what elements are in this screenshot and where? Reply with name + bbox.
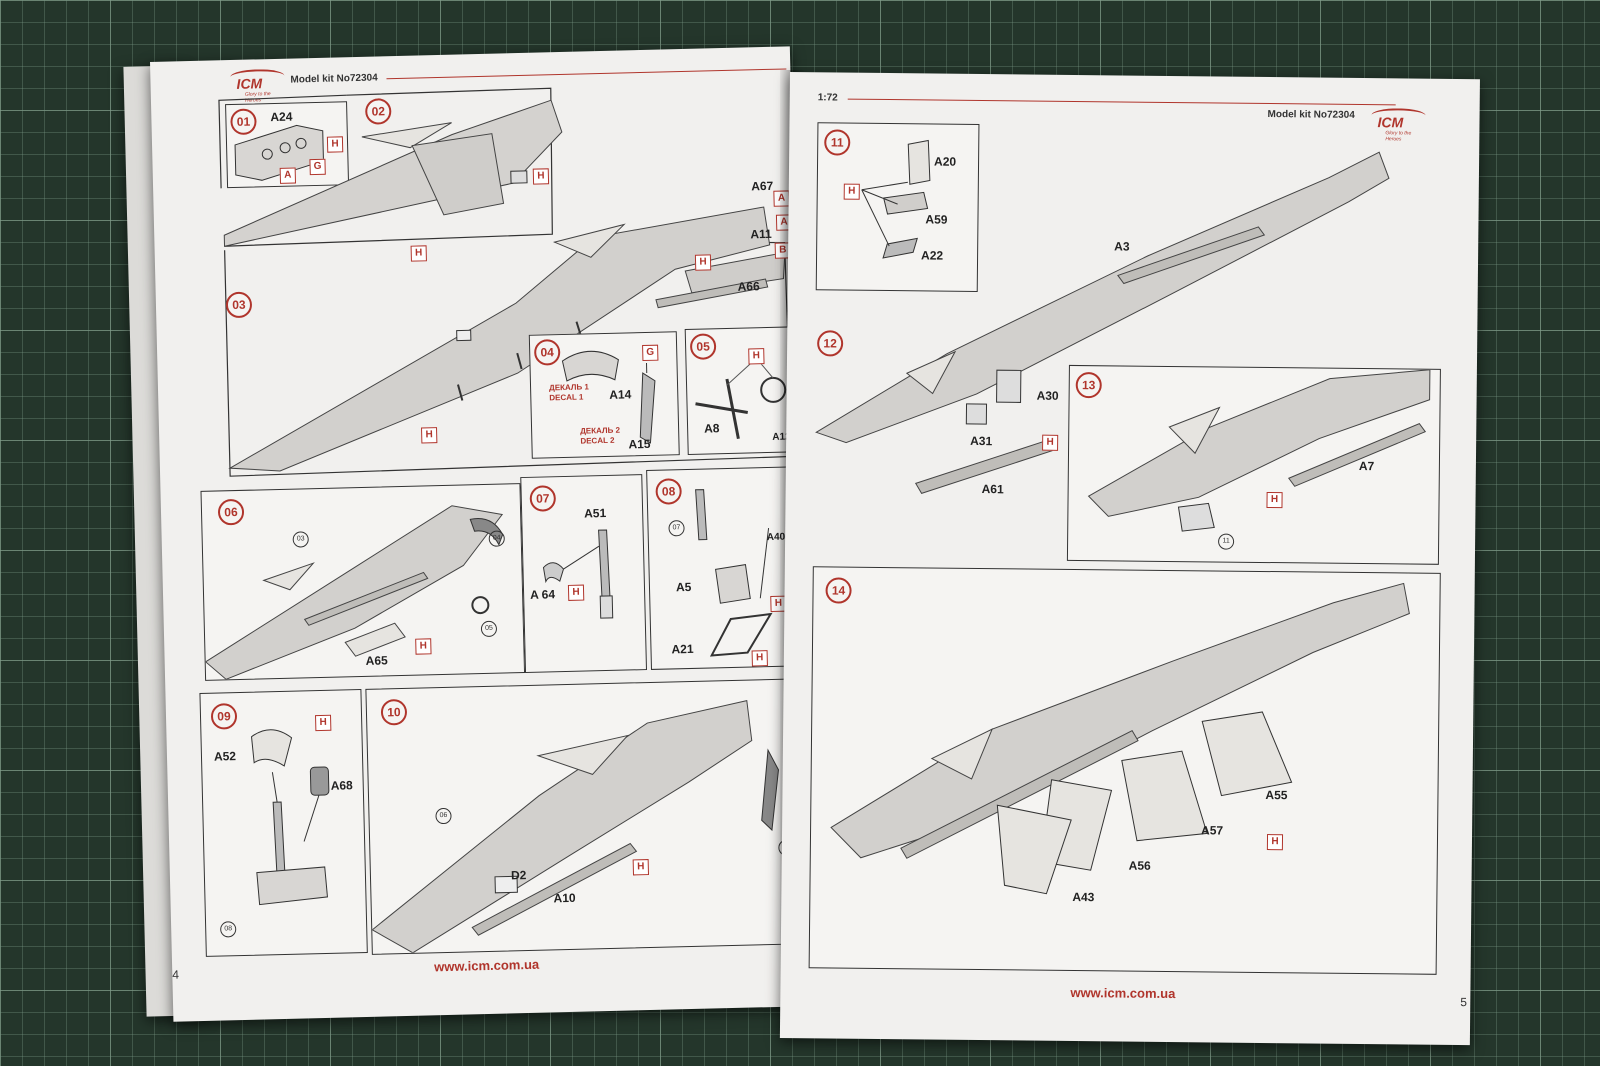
mark-box: H <box>415 638 432 655</box>
part-label: A5 <box>675 579 692 595</box>
part-label: A7 <box>1358 458 1375 474</box>
panel-drawing <box>561 350 656 444</box>
website-url: www.icm.com.ua <box>1070 984 1176 1002</box>
part-label: A31 <box>970 433 993 449</box>
part-label: A67 <box>751 178 774 194</box>
part-label: A14 <box>609 387 632 402</box>
seat-drawing <box>861 139 931 259</box>
mark-box: H <box>694 254 712 271</box>
step-number: 12 <box>817 330 844 357</box>
seat-detail-drawing <box>250 729 330 906</box>
part-label: D2 <box>510 868 527 883</box>
step-07-panel: 07 A51 A 64 H <box>520 474 648 674</box>
step-14-panel: 14 A55 A57 H A56 A43 <box>808 566 1441 975</box>
decal-1-en: DECAL 1 <box>549 392 584 403</box>
fuselage-step-02-03-drawing <box>218 87 793 477</box>
mark-box: H <box>1266 492 1283 509</box>
ref-circle: 11 <box>1218 533 1235 550</box>
mark-box: H <box>1266 834 1284 851</box>
part-label: A3 <box>1114 239 1130 254</box>
page-number: 4 <box>172 967 180 982</box>
part-label: A57 <box>1201 823 1224 838</box>
step-13-panel: 13 A7 H 11 <box>1066 364 1441 565</box>
fuselage-step-06-drawing <box>204 505 504 680</box>
step-05-panel: 05 H A8 A12 <box>684 326 794 455</box>
rudder-pedal-drawing <box>542 529 614 619</box>
part-label: A56 <box>1128 858 1151 873</box>
mark-box: H <box>1042 434 1059 451</box>
fuselage-step-13-drawing <box>1087 369 1431 532</box>
part-label: A30 <box>1036 388 1059 403</box>
step-09-panel: 09 H A52 A68 08 <box>199 689 368 957</box>
part-label: A11 <box>750 226 772 242</box>
part-label: A10 <box>553 890 576 906</box>
mark-box: G <box>642 344 659 362</box>
mark-box: H <box>751 650 768 667</box>
part-label: A66 <box>737 279 760 294</box>
fuselage-step-10-drawing <box>371 700 779 954</box>
part-label: A43 <box>1072 890 1095 905</box>
step-10-panel: 10 06 09 D2 A10 H <box>365 678 804 955</box>
part-label: A65 <box>365 653 388 668</box>
step-01-panel: 01 A24 H G A <box>225 101 350 189</box>
part-label: A15 <box>628 436 651 452</box>
seat-assembly-drawing <box>695 489 773 657</box>
mark-box: H <box>632 859 650 876</box>
mark-box: H <box>748 348 765 365</box>
part-label: A 64 <box>529 587 556 602</box>
part-label: A61 <box>981 482 1004 497</box>
part-label: A8 <box>703 421 720 436</box>
page-number: 5 <box>1460 995 1468 1010</box>
right-page: 1:72 Model kit No72304 ICM Glory to the … <box>779 72 1480 1046</box>
decal-2-en: DECAL 2 <box>580 435 615 446</box>
step-08-panel: 08 07 A40 A5 H A21 H <box>646 466 799 670</box>
part-label: A68 <box>330 778 353 793</box>
fuselage-step-14-drawing <box>830 582 1410 895</box>
left-page: ICM Glory to the Heroes Model kit No7230… <box>150 46 814 1022</box>
step-06-panel: 06 03 04 05 A65 H <box>200 483 526 681</box>
control-stick-drawing <box>695 357 787 440</box>
fuselage-step-12-drawing <box>815 151 1390 495</box>
instrument-panel-drawing <box>234 124 324 181</box>
part-label: A52 <box>213 749 237 764</box>
part-label: A55 <box>1265 788 1288 803</box>
mark-box: H <box>315 714 332 732</box>
step-11-panel: 11 A20 H A59 A22 <box>815 122 980 292</box>
website-url: www.icm.com.ua <box>434 956 540 975</box>
part-label: A21 <box>671 641 694 657</box>
mark-box: H <box>421 427 438 444</box>
mark-box: H <box>567 584 585 601</box>
